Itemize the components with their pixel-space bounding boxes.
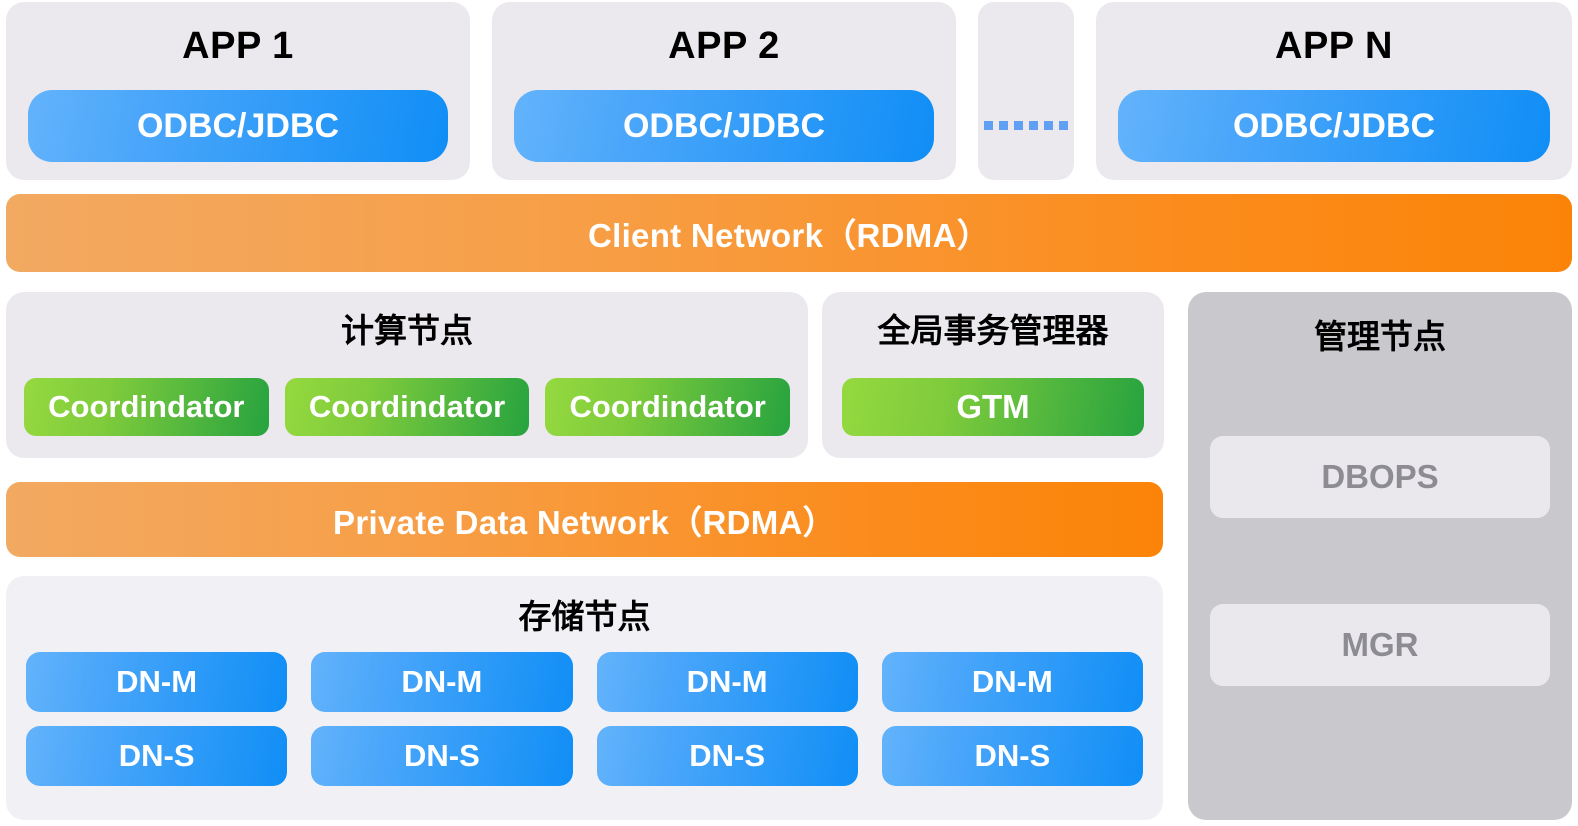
dn-master-3: DN-M: [596, 652, 858, 712]
private-data-network-bar: Private Data Network（RDMA）: [6, 482, 1163, 557]
app-card-2: APP 2 ODBC/JDBC: [492, 2, 956, 180]
app-title-1: APP 1: [182, 25, 294, 67]
coordinator-node-1: Coordindator: [24, 378, 269, 436]
coordinator-node-2: Coordindator: [284, 378, 530, 436]
dn-slave-3: DN-S: [596, 726, 858, 786]
management-node-panel: 管理节点 DBOPS MGR: [1188, 292, 1572, 820]
app-title-2: APP 2: [668, 25, 780, 67]
app-card-n: APP N ODBC/JDBC: [1096, 2, 1572, 180]
app-ellipsis-card: [978, 2, 1074, 180]
dn-slave-4: DN-S: [881, 726, 1143, 786]
dn-master-4: DN-M: [881, 652, 1143, 712]
app-title-n: APP N: [1275, 25, 1393, 67]
dn-master-2: DN-M: [311, 652, 573, 712]
dn-slave-1: DN-S: [26, 726, 288, 786]
coordinator-row: Coordindator Coordindator Coordindator: [24, 378, 791, 436]
app-driver-pill-n: ODBC/JDBC: [1118, 90, 1550, 162]
ellipsis-dots-icon: [978, 121, 1074, 130]
app-driver-pill-1: ODBC/JDBC: [28, 90, 448, 162]
app-driver-pill-2: ODBC/JDBC: [514, 90, 934, 162]
storage-node-grid: DN-M DN-M DN-M DN-M DN-S DN-S DN-S DN-S: [26, 652, 1143, 786]
compute-node-panel: 计算节点 Coordindator Coordindator Coordinda…: [6, 292, 808, 458]
management-node-title: 管理节点: [1314, 318, 1446, 355]
gtm-panel: 全局事务管理器 GTM: [822, 292, 1164, 458]
gtm-node: GTM: [842, 378, 1144, 436]
client-network-bar: Client Network（RDMA）: [6, 194, 1572, 272]
storage-node-title: 存储节点: [518, 598, 651, 635]
compute-node-title: 计算节点: [341, 312, 473, 349]
coordinator-node-3: Coordindator: [545, 378, 791, 436]
dn-master-1: DN-M: [26, 652, 288, 712]
storage-node-panel: 存储节点 DN-M DN-M DN-M DN-M DN-S DN-S DN-S …: [6, 576, 1163, 820]
management-item-dbops: DBOPS: [1210, 436, 1550, 518]
gtm-title: 全局事务管理器: [877, 312, 1109, 349]
dn-slave-2: DN-S: [311, 726, 573, 786]
app-card-1: APP 1 ODBC/JDBC: [6, 2, 470, 180]
management-item-mgr: MGR: [1210, 604, 1550, 686]
